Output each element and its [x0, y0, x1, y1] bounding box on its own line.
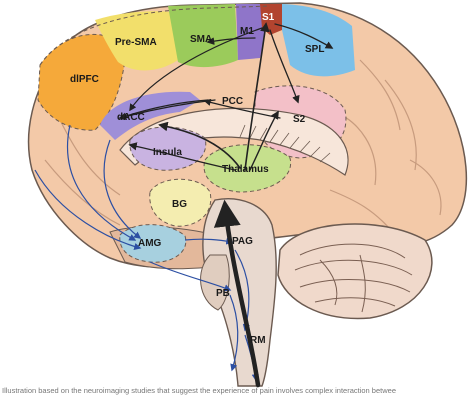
label-s2: S2	[293, 114, 306, 125]
label-rm: RM	[250, 335, 266, 346]
label-pag: PAG	[232, 236, 253, 247]
label-dlpfc: dlPFC	[70, 74, 99, 85]
label-pb: PB	[216, 288, 230, 299]
pons-bulge	[200, 254, 230, 311]
frontal-outline	[39, 5, 271, 66]
label-bg: BG	[172, 199, 187, 210]
dlpfc-region	[37, 33, 126, 131]
label-s1: S1	[262, 12, 275, 23]
figure-caption: Illustration based on the neuroimaging s…	[2, 386, 396, 395]
label-pre-sma: Pre-SMA	[115, 37, 157, 48]
sma-region	[168, 4, 238, 68]
label-thalamus: Thalamus	[222, 164, 269, 175]
label-m1: M1	[240, 26, 254, 37]
callosum-fibers	[239, 124, 331, 163]
bg-region	[149, 178, 212, 227]
thalamus-region	[203, 144, 292, 193]
label-amg: AMG	[138, 238, 162, 249]
cerebellum	[277, 223, 433, 320]
insula-region	[129, 126, 207, 171]
label-pcc: PCC	[222, 96, 243, 107]
label-spl: SPL	[305, 44, 324, 55]
label-insula: Insula	[153, 147, 182, 158]
gyri-lines	[44, 59, 442, 236]
black-pathways	[118, 22, 334, 388]
label-dacc: dACC	[117, 112, 145, 123]
label-sma: SMA	[190, 34, 212, 45]
pre-sma-region	[95, 11, 178, 71]
